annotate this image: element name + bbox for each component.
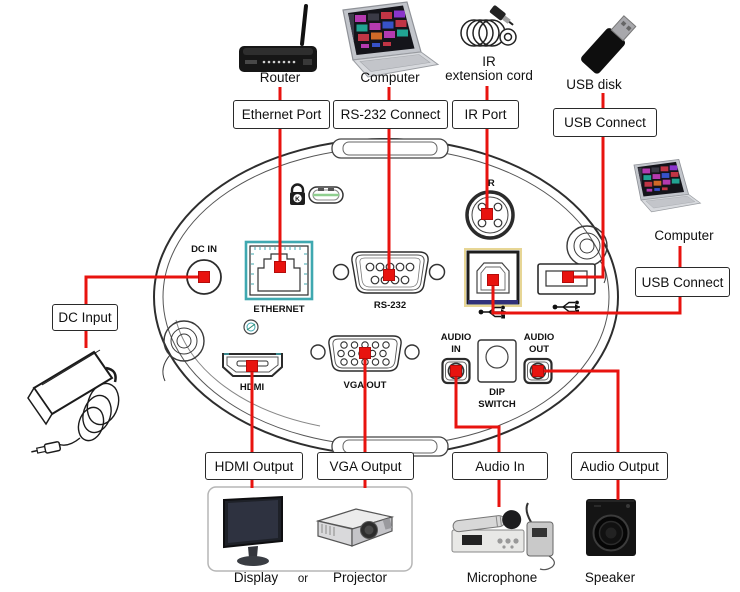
rs232-label: RS-232	[374, 300, 406, 311]
audio-in-label-2: IN	[451, 344, 461, 355]
speaker-icon	[586, 499, 636, 556]
power-adapter-icon	[27, 349, 120, 454]
usb-disk-icon	[581, 15, 637, 74]
label-box-audio-in: Audio In	[452, 452, 548, 480]
usb-disk-label: USB disk	[566, 77, 622, 92]
label-box-usb-connect-top: USB Connect	[553, 108, 657, 137]
left-spiral-boss	[162, 320, 205, 382]
screw-hole	[243, 319, 259, 335]
svg-text:K: K	[295, 196, 300, 203]
microphone-label: Microphone	[466, 570, 538, 585]
computer-right-label: Computer	[654, 228, 714, 243]
dip-switch: DIP SWITCH	[477, 339, 517, 410]
label-box-audio-output: Audio Output	[571, 452, 668, 480]
display-icon	[223, 495, 283, 566]
dc-in-port: DC IN	[186, 244, 222, 295]
router-label: Router	[259, 70, 301, 85]
label-box-dc-input: DC Input	[52, 304, 118, 331]
audio-out-jack: AUDIO OUT	[523, 332, 555, 385]
dc-in-label: DC IN	[191, 244, 217, 255]
projector-label: Projector	[332, 570, 388, 585]
computer-icon-right	[634, 159, 701, 212]
label-box-usb-connect-right: USB Connect	[635, 267, 730, 297]
dip-label-2: SWITCH	[478, 399, 516, 410]
router-icon	[239, 4, 317, 72]
ir-cord-label-line2: extension cord	[445, 68, 533, 83]
ir-label: IR	[485, 178, 495, 189]
audio-in-label-1: AUDIO	[441, 332, 472, 343]
label-box-ir-port: IR Port	[452, 100, 519, 129]
ir-cord-label-line1: IR	[482, 54, 496, 69]
microphone-icon	[451, 502, 555, 571]
label-box-rs232-connect: RS-232 Connect	[333, 100, 448, 129]
kensington-lock-icon: K	[290, 183, 305, 205]
label-box-hdmi-output: HDMI Output	[205, 452, 303, 480]
speaker-label: Speaker	[584, 570, 636, 585]
display-label: Display	[233, 570, 279, 585]
projector-icon	[315, 508, 395, 547]
computer-top-label: Computer	[360, 70, 420, 85]
label-box-ethernet-port: Ethernet Port	[233, 100, 330, 129]
device-rear-panel: K DC IN ETHERNET	[153, 138, 619, 457]
connection-endpoints	[198, 208, 574, 377]
audio-in-jack: AUDIO IN	[441, 332, 472, 385]
dip-label-1: DIP	[489, 387, 506, 398]
kensington-slot	[308, 186, 344, 204]
connection-lines	[84, 86, 682, 507]
computer-icon-top	[343, 2, 438, 77]
ethernet-label: ETHERNET	[253, 304, 304, 315]
ir-extension-cord-icon	[460, 5, 517, 47]
or-label: or	[297, 573, 309, 585]
label-box-vga-output: VGA Output	[317, 452, 414, 480]
audio-out-label-2: OUT	[529, 344, 549, 355]
audio-out-label-1: AUDIO	[524, 332, 555, 343]
